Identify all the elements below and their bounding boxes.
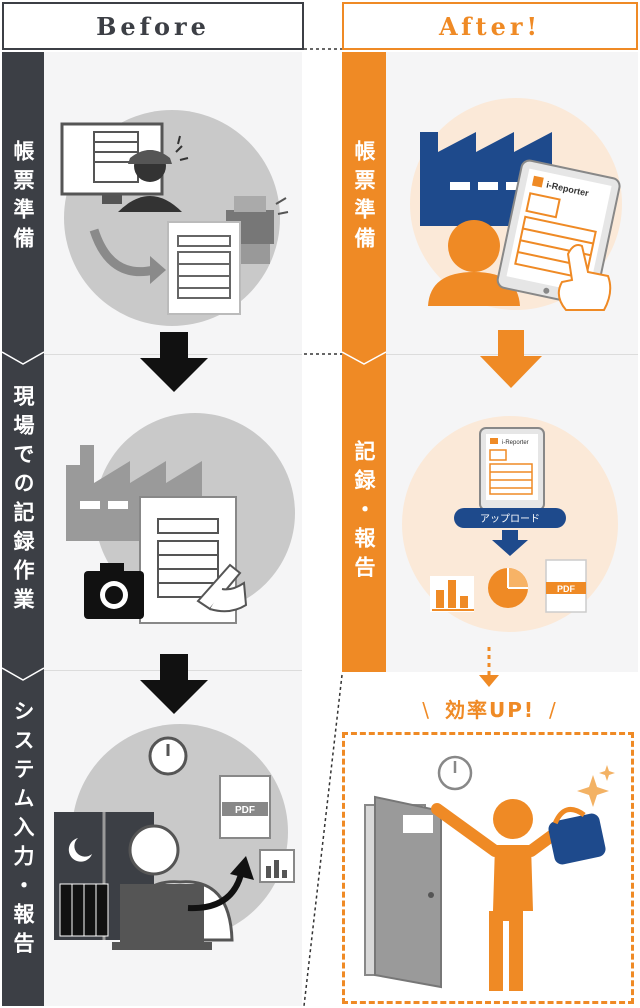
before-step-2-label-box: 現場での記録作業	[2, 385, 44, 655]
before-sidebar-chevrons	[2, 351, 44, 681]
after-down-arrow-1	[480, 330, 542, 388]
bag-icon	[548, 813, 606, 865]
before-step-3-label: システム入力・報告	[11, 700, 35, 961]
after-sidebar-chevron	[342, 351, 386, 365]
after-step-2-label: 記録・報告	[352, 440, 376, 585]
efficiency-illustration	[364, 755, 615, 991]
before-down-arrow-2	[140, 654, 208, 714]
pdf-label: PDF	[235, 805, 255, 816]
tired-worker-icon	[128, 824, 180, 876]
before-system-entry-illustration: PDF	[54, 724, 295, 950]
upload-arrow-icon	[492, 530, 528, 556]
before-header: Before	[2, 2, 304, 50]
before-field-work-illustration	[66, 413, 295, 624]
before-form-prep-illustration	[60, 110, 289, 326]
after-header: After!	[342, 2, 638, 50]
pen-hand-icon	[196, 563, 242, 611]
export-arrow-icon	[187, 869, 245, 912]
before-down-arrow-1	[140, 332, 208, 392]
upload-label: アップロード	[480, 513, 540, 525]
after-pdf-label: PDF	[557, 584, 576, 594]
after-sidebar	[342, 52, 386, 672]
slash-right: /	[549, 698, 558, 722]
after-form-prep-illustration: i-Reporter	[410, 98, 622, 311]
before-sidebar	[2, 52, 44, 1006]
person-icon	[448, 220, 500, 272]
efficiency-label: 効率UP!	[444, 698, 536, 722]
efficiency-label-row: \ 効率UP! /	[390, 694, 590, 723]
after-step-1-label: 帳票準備	[352, 140, 376, 256]
curved-arrow-icon	[89, 228, 155, 277]
pointing-hand-icon	[557, 244, 612, 311]
before-step-1-label: 帳票準備	[11, 140, 35, 256]
after-record-report-illustration: i-Reporter アップロード PDF	[402, 416, 618, 632]
after-step-2-label-box: 記録・報告	[343, 440, 385, 640]
after-step-1-label-box: 帳票準備	[343, 140, 385, 300]
before-step-3-label-box: システム入力・報告	[2, 700, 44, 1000]
sparkle-icon	[577, 775, 609, 807]
efficiency-box	[342, 732, 634, 1004]
small-tablet-brand: i-Reporter	[502, 440, 529, 446]
happy-person-icon	[493, 799, 533, 839]
tablet-icon: i-Reporter	[496, 159, 621, 307]
laptop-icon	[120, 884, 204, 942]
slash-left: \	[422, 698, 431, 722]
binder-icon	[59, 883, 73, 937]
before-step-2-label: 現場での記録作業	[11, 385, 35, 617]
after-dashed-arrow	[479, 647, 499, 687]
upload-pill	[454, 508, 566, 528]
before-step-1-label-box: 帳票準備	[2, 140, 44, 300]
